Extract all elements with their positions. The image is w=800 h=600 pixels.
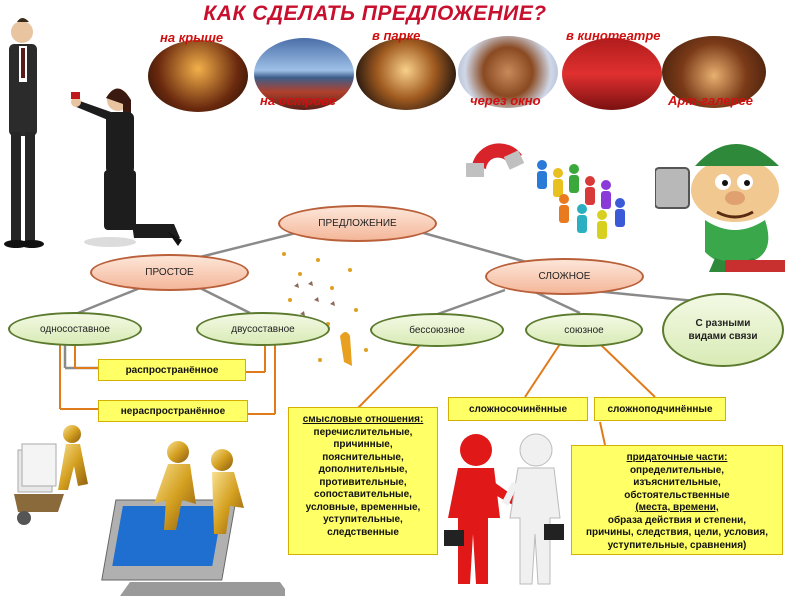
subordinate-line-4: (места, времени, xyxy=(635,502,719,513)
meaning-line-1: перечислительные, xyxy=(313,426,413,438)
caption-window: через окно xyxy=(470,93,541,108)
meaning-line-4: дополнительные, xyxy=(318,464,408,475)
subordinate-line-6: причины, следствия, цели, условия, xyxy=(586,527,768,538)
subordinate-line-3: обстоятельственные xyxy=(624,489,730,501)
magnet-people-illustration xyxy=(466,143,625,239)
handshake-illustration xyxy=(444,433,564,585)
couple-illustration xyxy=(4,18,182,248)
meaning-line-7: условные, временные, xyxy=(305,501,421,513)
genie-illustration xyxy=(655,144,785,272)
label-compound: сложносочинённые xyxy=(448,397,588,421)
node-mixed-label: С разными видами связи xyxy=(688,318,758,342)
meaning-relations-heading: смысловые отношения: xyxy=(302,414,424,425)
label-extended: распространённое xyxy=(98,359,246,381)
subordinate-line-2: изъяснительные, xyxy=(633,477,721,488)
meaning-line-2: причинные, xyxy=(333,439,393,450)
meaning-line-6: сопоставительные, xyxy=(314,489,412,500)
meaning-relations-box: смысловые отношения: перечислительные, п… xyxy=(288,407,438,555)
subordinate-line-5: образа действия и степени, xyxy=(607,514,747,526)
subordinate-parts-box: придаточные части: определительные, изъя… xyxy=(571,445,783,555)
node-simple: ПРОСТОЕ xyxy=(90,254,249,291)
photo-park xyxy=(356,38,456,110)
photo-roof xyxy=(148,40,248,112)
meaning-line-3: пояснительные, xyxy=(322,451,404,463)
node-complex: СЛОЖНОЕ xyxy=(485,258,644,295)
node-mixed: С разными видами связи xyxy=(662,293,784,367)
photo-gallery xyxy=(662,36,766,108)
caption-roof: на крыше xyxy=(160,30,224,45)
caption-gallery: Арт-галерее xyxy=(668,93,753,108)
stars-decoration xyxy=(282,252,368,366)
gold-figures-illustration xyxy=(14,425,285,596)
page-title: КАК СДЕЛАТЬ ПРЕДЛОЖЕНИЕ? xyxy=(203,2,547,25)
label-non-extended: нераспространённое xyxy=(98,400,248,422)
photo-cinema xyxy=(562,38,662,110)
meaning-line-5: противительные, xyxy=(319,476,407,488)
caption-park: в парке xyxy=(372,28,421,43)
subordinate-line-1: определительные, xyxy=(629,464,725,476)
node-one-part: односоставное xyxy=(8,312,142,346)
node-non-union: бессоюзное xyxy=(370,313,504,347)
subordinate-line-7: уступительные, сравнения) xyxy=(607,539,747,551)
node-sentence: ПРЕДЛОЖЕНИЕ xyxy=(278,205,437,242)
caption-island: на острове xyxy=(260,93,337,108)
node-two-part: двусоставное xyxy=(196,312,330,346)
node-union: союзное xyxy=(525,313,643,347)
label-complex-sub: сложноподчинённые xyxy=(594,397,726,421)
photo-island xyxy=(254,38,354,110)
caption-cinema: в кинотеатре xyxy=(566,28,661,43)
subordinate-parts-heading: придаточные части: xyxy=(626,452,728,463)
meaning-line-9: следственные xyxy=(327,526,399,538)
photo-window xyxy=(458,36,558,108)
meaning-line-8: уступительные, xyxy=(323,514,403,525)
